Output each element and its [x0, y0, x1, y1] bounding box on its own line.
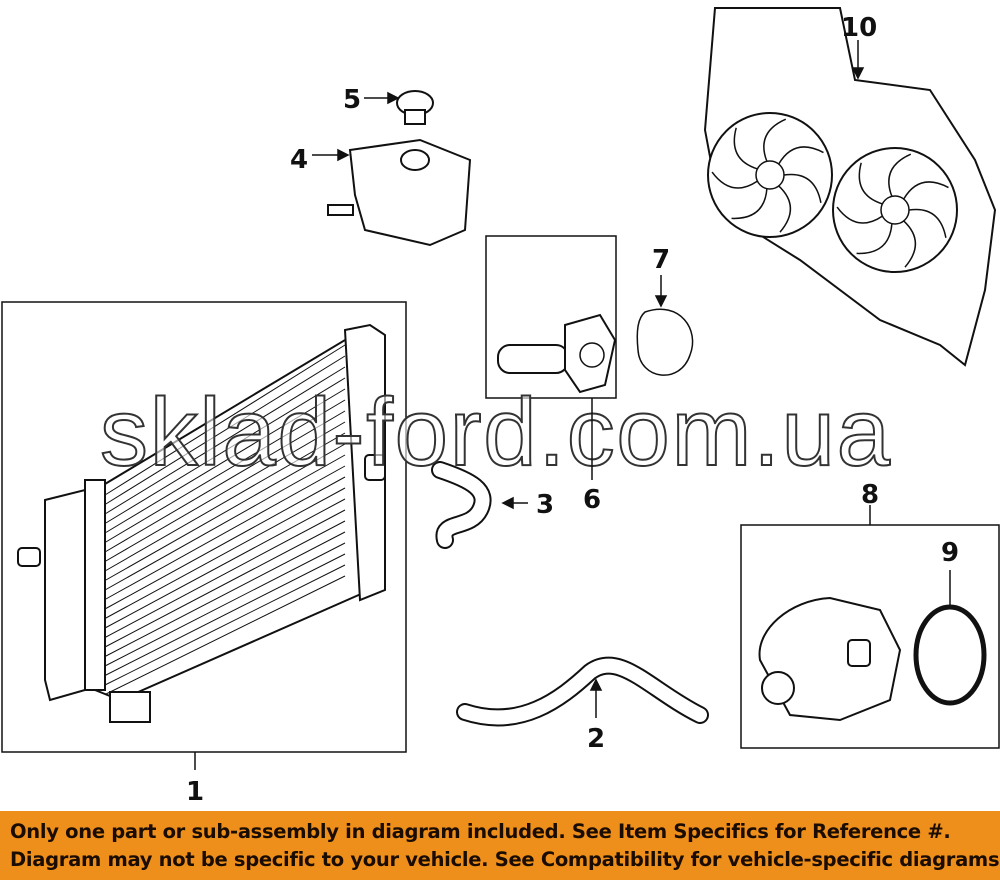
radiator-fin: [104, 355, 346, 505]
radiator-fin: [104, 575, 346, 695]
radiator-fin: [104, 542, 346, 667]
disclaimer-banner: Only one part or sub-assembly in diagram…: [0, 811, 1000, 880]
fan-blade: [763, 118, 787, 162]
coolant-reservoir[interactable]: [327, 138, 472, 247]
fan-blade: [778, 146, 824, 165]
callout-10: 10: [841, 13, 877, 43]
radiator-group-box: [1, 301, 407, 753]
radiator-fin: [104, 399, 346, 543]
radiator-fin: [104, 509, 346, 638]
thermostat-housing[interactable]: [497, 313, 617, 394]
radiator-fin: [104, 553, 346, 676]
radiator-fin: [104, 443, 346, 581]
radiator-fin: [104, 421, 346, 562]
fan-blade: [856, 223, 893, 255]
fan-blade: [731, 188, 768, 220]
disclaimer-line-1: Only one part or sub-assembly in diagram…: [10, 820, 951, 843]
callout-7: 7: [652, 245, 670, 275]
cooling-fan-assembly[interactable]: [703, 7, 997, 367]
fan-blade: [858, 162, 883, 205]
radiator-fin: [104, 476, 346, 610]
thermostat-gasket[interactable]: [636, 308, 694, 376]
watermark: sklad-ford.com.ua: [100, 379, 891, 486]
fan-blade: [783, 173, 822, 203]
radiator-fin: [104, 454, 346, 591]
fan-blade: [903, 181, 949, 200]
callout-1: 1: [186, 777, 204, 807]
radiator-fin: [104, 432, 346, 572]
callout-6: 6: [583, 485, 601, 515]
fan-blade: [836, 206, 883, 224]
radiator-fin: [104, 487, 346, 619]
radiator-fin: [104, 564, 346, 686]
radiator-fin: [104, 498, 346, 629]
fan-blade: [778, 185, 792, 233]
callout-4: 4: [290, 145, 308, 175]
radiator-fin: [104, 344, 346, 496]
fan-blade: [908, 208, 947, 238]
disclaimer-line-2: Diagram may not be specific to your vehi…: [10, 848, 1000, 871]
radiator-fin: [104, 388, 346, 534]
radiator-fin: [104, 410, 346, 553]
radiator-fin: [104, 520, 346, 648]
radiator-fin: [104, 366, 346, 515]
callout-9: 9: [941, 538, 959, 568]
fan-blade: [903, 220, 917, 268]
callout-3: 3: [536, 490, 554, 520]
water-pump[interactable]: [758, 596, 902, 722]
thermostat-group-box: [485, 235, 617, 399]
radiator-fin: [104, 531, 346, 657]
callout-5: 5: [343, 85, 361, 115]
fan-blade: [888, 153, 912, 197]
water-pump-seal[interactable]: [913, 604, 987, 706]
radiator-fin: [104, 465, 346, 600]
reservoir-cap[interactable]: [396, 90, 434, 125]
callout-2: 2: [587, 724, 605, 754]
parts-diagram: sklad-ford.com.ua 1 2 3 4 5 6 7 8 9 10: [1, 7, 1000, 807]
fan-blade: [733, 127, 758, 170]
callout-8: 8: [861, 480, 879, 510]
radiator-fin: [104, 377, 346, 524]
radiator[interactable]: [17, 323, 386, 723]
fan-blade: [711, 171, 758, 189]
